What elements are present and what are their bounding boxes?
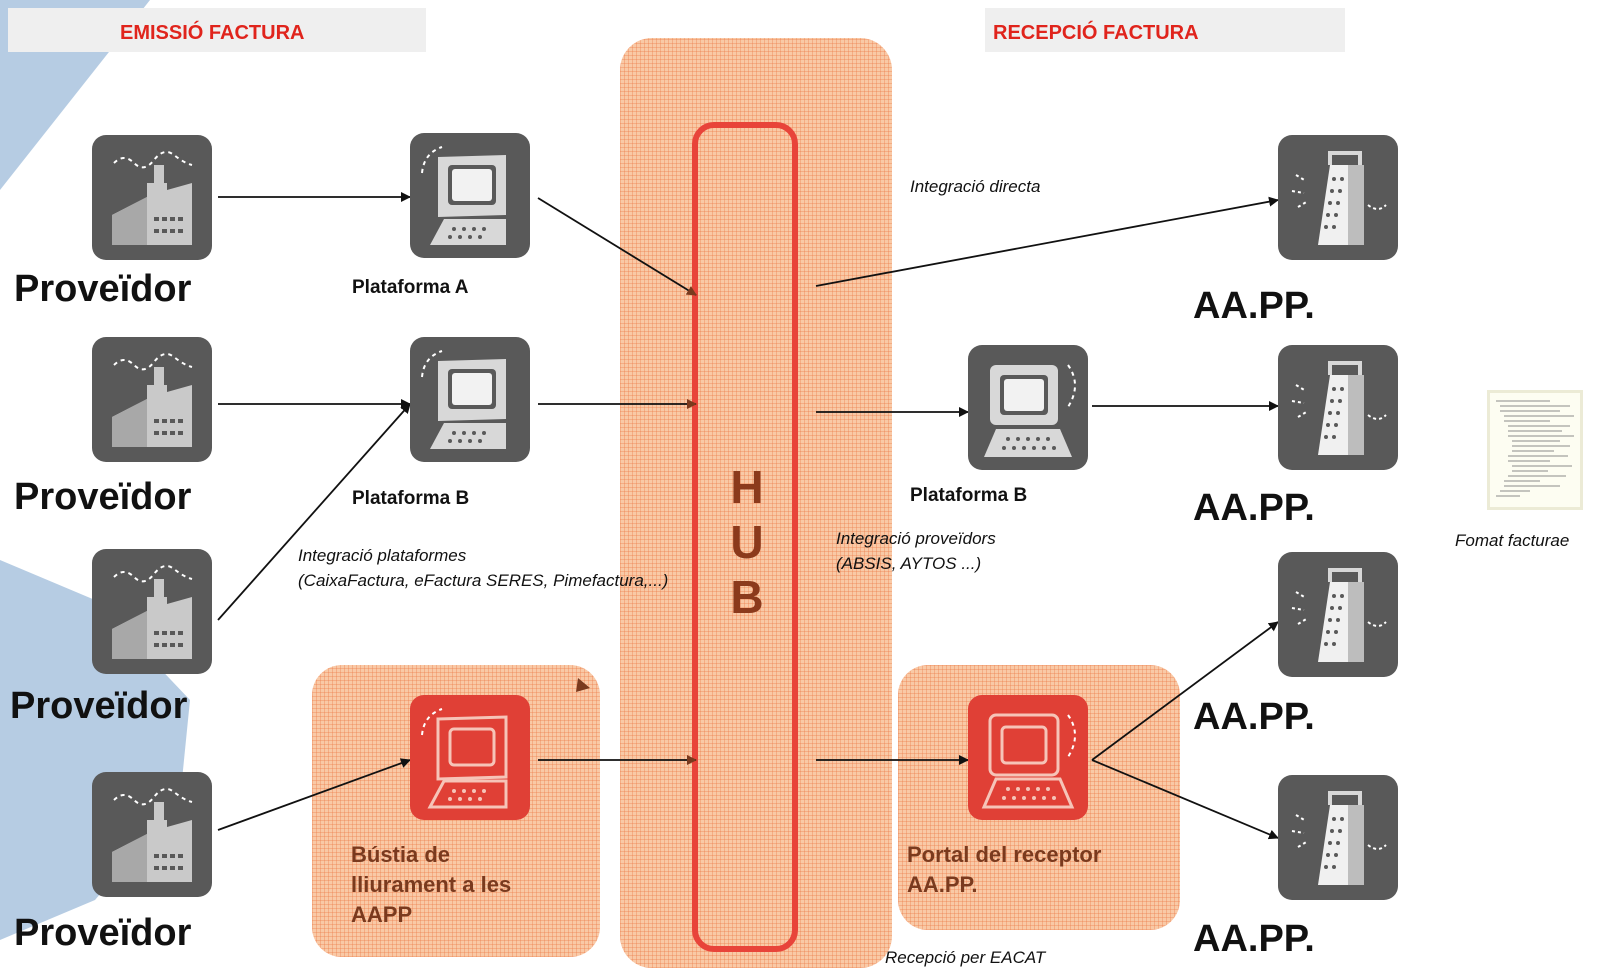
portal-region: [898, 665, 1180, 930]
small-triangle-marker: [576, 678, 590, 692]
emission-header-label: EMISSIÓ FACTURA: [120, 22, 305, 44]
xml-document-icon: [1487, 390, 1583, 510]
computer-icon: [421, 146, 506, 245]
admin-2-label: AA.PP.: [1193, 487, 1315, 529]
provider-3-tile: [92, 549, 212, 674]
note-providers-list: (ABSIS, AYTOS ...): [836, 554, 982, 573]
reception-header: RECEPCIÓ FACTURA: [985, 8, 1345, 52]
government-building-icon: [1291, 151, 1387, 245]
computer-icon: [981, 713, 1076, 809]
hub-letter-b: B: [730, 571, 764, 623]
computer-icon: [421, 708, 508, 809]
portal-label-line2: AA.PP.: [907, 872, 978, 897]
computer-icon: [421, 350, 506, 449]
admin-1-label: AA.PP.: [1193, 285, 1315, 327]
mailbox-tile: [410, 695, 530, 820]
provider-4-label: Proveïdor: [14, 912, 192, 954]
admin-1-tile: [1278, 135, 1398, 260]
arrow-portal-admin4: [1091, 759, 1279, 840]
admin-4-label: AA.PP.: [1193, 918, 1315, 960]
provider-2-tile: [92, 337, 212, 462]
admin-2-tile: [1278, 345, 1398, 470]
arrow-provider3-platformB: [217, 403, 411, 621]
emission-header: EMISSIÓ FACTURA: [8, 8, 426, 52]
reception-header-label: RECEPCIÓ FACTURA: [993, 22, 1199, 44]
admin-3-label: AA.PP.: [1193, 696, 1315, 738]
portal-label: Portal del receptor AA.PP.: [907, 840, 1101, 900]
hub-letter-u: U: [730, 516, 764, 568]
hub-frame: [692, 122, 798, 952]
mailbox-region: [312, 665, 600, 957]
provider-1-label: Proveïdor: [14, 268, 192, 310]
government-building-icon: [1291, 791, 1387, 885]
factory-icon: [112, 564, 193, 659]
note-format: Fomat facturae: [1455, 531, 1570, 550]
provider-3-label: Proveïdor: [10, 685, 188, 727]
note-providers-title: Integració proveïdors: [836, 529, 996, 548]
admin-3-tile: [1278, 552, 1398, 677]
arrow-platformA-hub: [537, 197, 697, 296]
mailbox-label-line3: AAPP: [351, 902, 413, 927]
platform-b-left-tile: [410, 337, 530, 462]
provider-1-tile: [92, 135, 212, 260]
note-direct-integration: Integració directa: [910, 177, 1041, 196]
platform-a-label: Plataforma A: [352, 277, 469, 298]
note-platforms-list: (CaixaFactura, eFactura SERES, Pimefactu…: [298, 571, 669, 590]
arrow-portal-admin3: [1091, 621, 1279, 761]
platform-b-right-label: Plataforma B: [910, 485, 1028, 506]
platform-a-tile: [410, 133, 530, 258]
arrow-hub-admin1: [815, 196, 1279, 287]
provider-4-tile: [92, 772, 212, 897]
platform-b-right-tile: [968, 345, 1088, 470]
hub-column: [620, 38, 892, 968]
government-building-icon: [1291, 568, 1387, 662]
platform-b-left-label: Plataforma B: [352, 488, 470, 509]
note-platforms-title: Integració plataformes: [298, 546, 467, 565]
government-building-icon: [1291, 361, 1387, 455]
portal-label-line1: Portal del receptor: [907, 842, 1102, 867]
mailbox-label-line1: Bústia de: [351, 842, 451, 867]
mailbox-label: Bústia de lliurament a les AAPP: [351, 840, 511, 930]
provider-2-label: Proveïdor: [14, 476, 192, 518]
factory-icon: [112, 352, 193, 447]
factory-icon: [112, 150, 193, 245]
note-eacat: Recepció per EACAT: [885, 948, 1046, 967]
arrow-provider4-mailbox: [217, 758, 411, 831]
mailbox-label-line2: lliurament a les: [351, 872, 512, 897]
computer-icon: [984, 364, 1076, 457]
admin-4-tile: [1278, 775, 1398, 900]
factory-icon: [112, 787, 193, 882]
portal-tile: [968, 695, 1088, 820]
hub-letter-h: H: [730, 461, 764, 513]
